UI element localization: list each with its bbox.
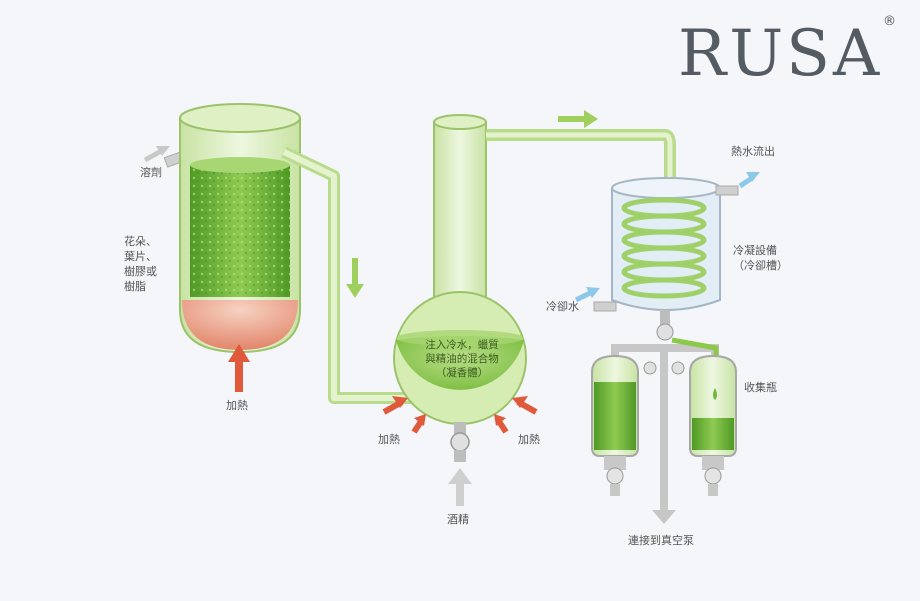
label-heat-left: 加熱 bbox=[226, 399, 248, 412]
arrow-heat-flask-left bbox=[382, 396, 426, 434]
label-condenser-line: 冷凝設備 bbox=[733, 244, 777, 257]
label-material-line: 樹脂 bbox=[124, 280, 146, 293]
extraction-vessel bbox=[163, 103, 412, 404]
flask-valve bbox=[450, 432, 470, 452]
arrow-heat-left bbox=[228, 344, 250, 392]
registered-mark: ® bbox=[883, 14, 896, 29]
condenser-coil bbox=[621, 197, 707, 299]
vessel-top bbox=[179, 103, 301, 133]
label-hot-water-out: 熱水流出 bbox=[731, 145, 775, 158]
arrow-flow-down bbox=[346, 258, 364, 298]
label-material-line: 花朵、 bbox=[124, 235, 157, 248]
arrow-solvent-in bbox=[143, 146, 170, 163]
label-material: 花朵、 葉片、 樹膠或 樹脂 bbox=[124, 234, 157, 294]
label-flask-line: 注入冷水，蠟質 bbox=[425, 339, 499, 351]
label-solvent: 溶劑 bbox=[140, 166, 162, 179]
label-heat-flask-right: 加熱 bbox=[518, 433, 540, 446]
arrow-flow-right bbox=[558, 110, 598, 128]
concrete-liquid bbox=[396, 336, 524, 390]
arrow-heat-flask-right bbox=[494, 396, 538, 434]
collection-bottle-right bbox=[689, 354, 737, 496]
distillation-flask bbox=[393, 114, 676, 462]
arrow-hot-water-out bbox=[738, 172, 760, 189]
label-to-vacuum: 連接到真空泵 bbox=[628, 534, 694, 547]
label-condenser-line: （冷卻槽） bbox=[733, 259, 788, 272]
label-condenser: 冷凝設備 （冷卻槽） bbox=[733, 243, 788, 273]
label-flask-line: 與精油的混合物 bbox=[425, 353, 499, 365]
label-material-line: 葉片、 bbox=[124, 250, 157, 263]
arrow-cold-water-in bbox=[574, 287, 600, 303]
collection-bottle-left bbox=[591, 354, 639, 496]
label-flask: 注入冷水，蠟質 與精油的混合物 （凝香體） bbox=[414, 338, 510, 380]
label-alcohol: 酒精 bbox=[447, 513, 469, 526]
label-heat-flask-left: 加熱 bbox=[378, 433, 400, 446]
condenser bbox=[593, 177, 739, 362]
label-flask-line: （凝香體） bbox=[435, 367, 489, 379]
arrow-to-vacuum bbox=[652, 498, 676, 524]
flask-neck bbox=[433, 121, 487, 313]
vacuum-line bbox=[643, 348, 685, 498]
brand-logo: RUSA bbox=[678, 17, 883, 91]
label-material-line: 樹膠或 bbox=[124, 265, 157, 278]
falling-drop bbox=[713, 388, 717, 400]
heated-bottom bbox=[182, 300, 298, 350]
arrow-alcohol-in bbox=[448, 468, 472, 506]
label-collection: 收集瓶 bbox=[744, 381, 777, 394]
label-cold-water: 冷卻水 bbox=[546, 300, 579, 313]
